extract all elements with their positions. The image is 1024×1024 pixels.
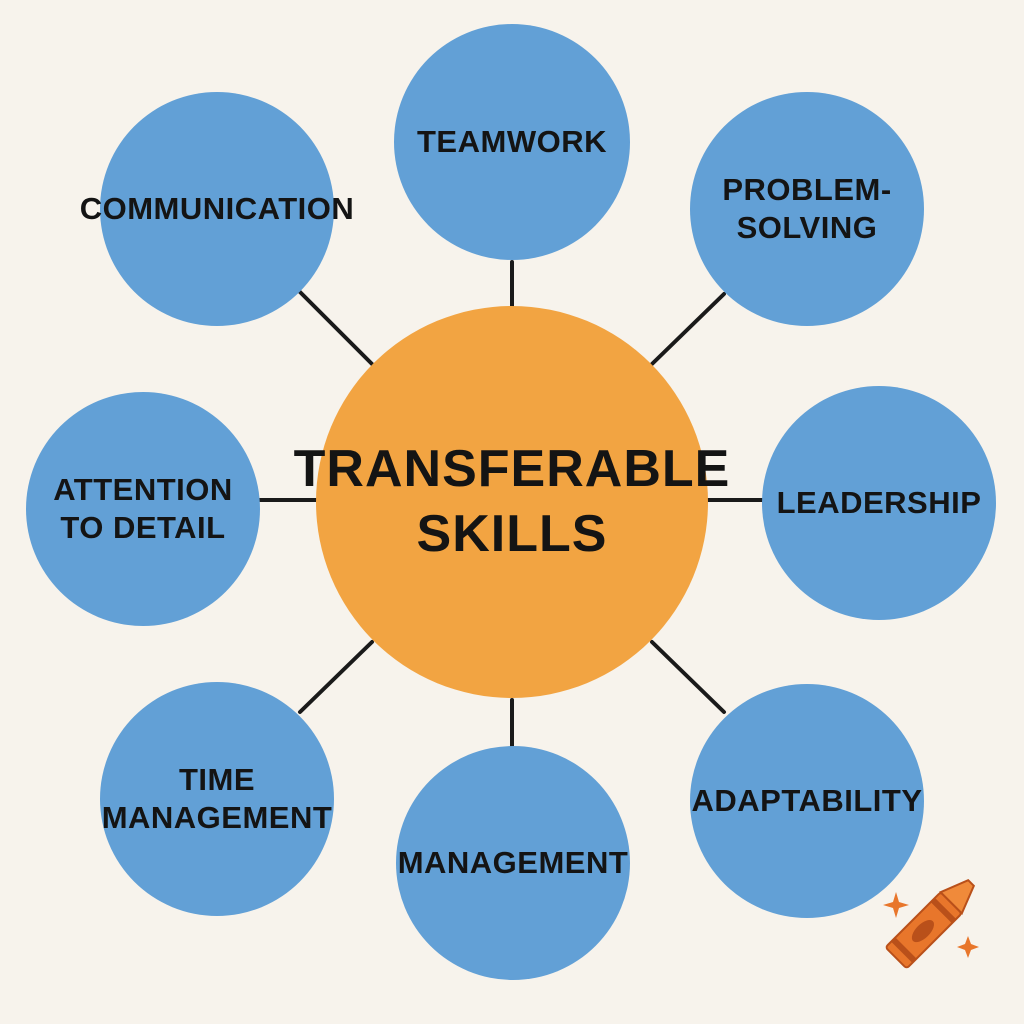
- skill-label-line: COMMUNICATION: [79, 191, 355, 227]
- skill-label-line: LEADERSHIP: [776, 485, 982, 521]
- skill-label-line: MANAGEMENT: [397, 845, 629, 881]
- hub-label-line: TRANSFERABLE: [293, 440, 731, 498]
- skill-label-line: TEAMWORK: [417, 124, 607, 160]
- skill-label: TEAMWORK: [417, 123, 607, 161]
- skill-label: PROBLEM- SOLVING: [722, 171, 891, 247]
- skill-node-attention-to-detail: ATTENTION TO DETAIL: [26, 392, 260, 626]
- skill-node-adaptability: ADAPTABILITY: [690, 684, 924, 918]
- hub-label: TRANSFERABLE SKILLS: [294, 437, 731, 567]
- connector-communication: [298, 290, 374, 366]
- skill-label: MANAGEMENT: [398, 844, 629, 882]
- skill-node-problem-solving: PROBLEM- SOLVING: [690, 92, 924, 326]
- skill-label-line: ADAPTABILITY: [691, 783, 923, 819]
- connector-adaptability: [650, 640, 726, 714]
- skill-node-communication: COMMUNICATION: [80, 92, 354, 326]
- skill-label-line: TO DETAIL: [60, 510, 226, 545]
- skill-label-line: PROBLEM-: [722, 172, 892, 208]
- skill-node-management: MANAGEMENT: [396, 746, 630, 980]
- skill-label-line: MANAGEMENT: [101, 800, 333, 835]
- skill-label: ATTENTION TO DETAIL: [53, 471, 233, 547]
- skill-label-line: ATTENTION: [53, 472, 233, 508]
- connector-time-management: [298, 640, 374, 714]
- crayon-icon: [883, 878, 979, 969]
- skill-label: TIME MANAGEMENT: [102, 761, 333, 837]
- skill-node-time-management: TIME MANAGEMENT: [100, 682, 334, 916]
- skill-label: LEADERSHIP: [777, 484, 982, 522]
- hub-circle: TRANSFERABLE SKILLS: [294, 306, 729, 698]
- skill-node-teamwork: TEAMWORK: [394, 24, 630, 260]
- sparkle-icon: [883, 892, 909, 918]
- connector-problem-solving: [650, 292, 726, 366]
- sparkle-icon: [957, 936, 979, 958]
- skill-node-leadership: LEADERSHIP: [762, 386, 996, 620]
- hub-label-line: SKILLS: [416, 505, 608, 563]
- skill-label-line: SOLVING: [736, 210, 878, 245]
- skill-label-line: TIME: [178, 762, 256, 798]
- skill-label: COMMUNICATION: [80, 190, 355, 228]
- skill-label: ADAPTABILITY: [691, 782, 922, 820]
